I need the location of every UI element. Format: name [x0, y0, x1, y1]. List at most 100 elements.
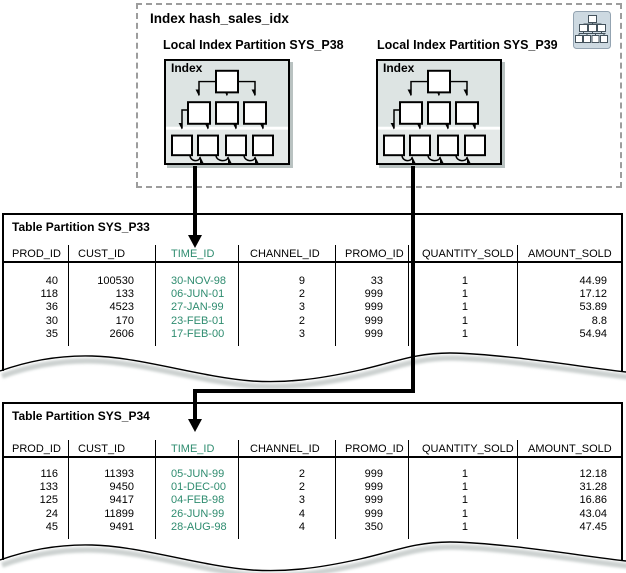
table-cell: 2 — [298, 288, 305, 301]
column-divider — [408, 440, 409, 539]
table-cell: 16.86 — [579, 494, 607, 507]
table-row: 116 11393 05-JUN-99 2 999 1 12.18 — [4, 468, 621, 481]
table-cell: 118 — [40, 288, 58, 301]
column-divider — [517, 440, 518, 539]
table-cell: 2 — [298, 314, 305, 327]
index-schematic-icon — [573, 11, 611, 49]
table-partition-sys-p33: Table Partition SYS_P33 PROD_ID CUST_ID TI… — [2, 213, 623, 371]
table-cell: 4 — [298, 520, 305, 533]
table-cell: 1 — [461, 481, 468, 494]
table-cell: 11393 — [104, 468, 134, 480]
table-cell: 999 — [364, 468, 383, 480]
arrow-p38-to-p33-line — [193, 166, 197, 236]
table-cell: 999 — [364, 481, 383, 494]
table-cell: 06-JUN-01 — [171, 288, 225, 301]
table-cell: 9 — [298, 275, 305, 287]
table-cell: 999 — [364, 327, 383, 340]
table-cell: 1 — [461, 301, 468, 314]
index-partition-box-sys-p38: Index — [164, 59, 290, 165]
column-header-time_id: TIME_ID — [171, 248, 215, 260]
column-divider — [238, 440, 239, 539]
table-cell: 35 — [45, 327, 58, 340]
table-cell: 100530 — [97, 275, 134, 287]
header-rule — [4, 261, 621, 263]
table-partition-title: Table Partition SYS_P33 — [12, 220, 150, 234]
header-rule — [4, 456, 621, 458]
arrow-p39-to-p34-line-drop — [193, 389, 197, 419]
table-cell: 1 — [461, 275, 468, 287]
table-cell: 30 — [45, 314, 58, 327]
index-box-label: Index — [171, 61, 203, 75]
btree-diagram — [164, 59, 290, 165]
arrow-p39-to-p34-line-vertical — [411, 166, 415, 393]
column-divider — [335, 245, 336, 346]
table-cell: 27-JAN-99 — [171, 301, 224, 314]
column-divider — [238, 245, 239, 346]
table-cell: 17-FEB-00 — [171, 327, 225, 340]
table-cell: 9450 — [109, 481, 134, 494]
table-cell: 1 — [461, 288, 468, 301]
index-partition-box-sys-p39: Index — [376, 59, 502, 165]
column-divider — [335, 440, 336, 539]
table-cell: 01-DEC-00 — [171, 481, 227, 494]
table-cell: 40 — [45, 275, 58, 287]
column-divider — [517, 245, 518, 346]
table-cell: 1 — [461, 494, 468, 507]
table-cell: 3 — [298, 494, 305, 507]
table-cell: 28-AUG-98 — [171, 520, 227, 533]
table-cell: 999 — [364, 494, 383, 507]
table-cell: 125 — [39, 494, 58, 507]
table-cell: 133 — [115, 288, 134, 301]
column-header-prod_id: PROD_ID — [12, 248, 61, 260]
table-cell: 2 — [298, 468, 305, 480]
table-cell: 3 — [298, 301, 305, 314]
index-group-title: Index hash_sales_idx — [150, 11, 289, 26]
column-header-quantity_sold: QUANTITY_SOLD — [422, 443, 514, 455]
table-cell: 23-FEB-01 — [171, 314, 225, 327]
table-cell: 12.18 — [579, 468, 607, 480]
table-cell: 1 — [461, 468, 468, 480]
column-header-quantity_sold: QUANTITY_SOLD — [422, 248, 514, 260]
table-cell: 53.89 — [579, 301, 607, 314]
table-cell: 11899 — [104, 507, 134, 520]
index-partition-label-sys-p39: Local Index Partition SYS_P39 — [377, 38, 558, 52]
column-header-amount_sold: AMOUNT_SOLD — [528, 248, 612, 260]
index-partition-label-sys-p38: Local Index Partition SYS_P38 — [163, 38, 344, 52]
table-cell: 45 — [45, 520, 58, 533]
arrow-p39-to-p34-line-horizontal — [193, 389, 415, 393]
column-divider — [155, 440, 156, 539]
index-box-label: Index — [383, 61, 415, 75]
table-cell: 43.04 — [579, 507, 607, 520]
table-cell: 9491 — [109, 520, 134, 533]
column-header-channel_id: CHANNEL_ID — [250, 443, 320, 455]
table-cell: 170 — [115, 314, 134, 327]
table-cell: 04-FEB-98 — [171, 494, 225, 507]
table-cell: 116 — [40, 468, 58, 480]
column-header-promo_id: PROMO_ID — [345, 443, 404, 455]
column-header-cust_id: CUST_ID — [78, 248, 126, 260]
table-cell: 44.99 — [579, 275, 607, 287]
table-cell: 1 — [461, 314, 468, 327]
arrow-p38-to-p33-head — [188, 235, 202, 248]
column-header-channel_id: CHANNEL_ID — [250, 248, 320, 260]
table-cell: 1 — [461, 327, 468, 340]
column-header-cust_id: CUST_ID — [78, 443, 126, 455]
table-cell: 05-JUN-99 — [171, 468, 225, 480]
column-divider — [155, 245, 156, 346]
table-cell: 350 — [364, 520, 383, 533]
btree-diagram — [376, 59, 502, 165]
column-divider — [68, 440, 69, 539]
table-cell: 17.12 — [579, 288, 607, 301]
